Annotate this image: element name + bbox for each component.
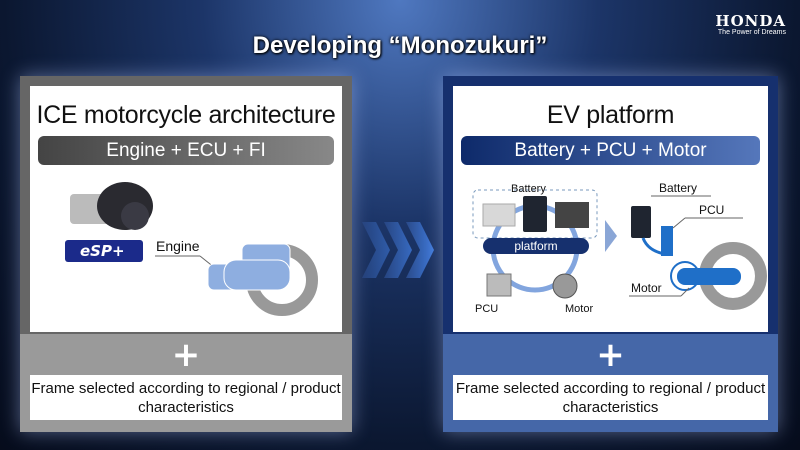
svg-text:eSP+: eSP+ — [80, 242, 125, 260]
motor-arm-icon — [677, 268, 741, 285]
esp-logo: eSP+ — [65, 240, 143, 262]
platform-badge — [483, 238, 589, 254]
ev-panel: EV platform Battery + PCU + Motor Batter… — [443, 76, 778, 432]
plus-sign: + — [171, 335, 201, 375]
honda-logo: HONDA The Power of Dreams — [715, 12, 786, 36]
platform-label: platform — [514, 239, 557, 253]
logo-brand: HONDA — [715, 12, 786, 30]
pcu-label-2: PCU — [699, 203, 724, 217]
chevron-arrows-icon — [362, 222, 434, 278]
motor-label: Motor — [565, 303, 593, 315]
slide-title: Developing “Monozukuri” — [252, 32, 548, 59]
plus-sign: + — [596, 335, 625, 375]
ice-frame-note: Frame selected according to regional / p… — [30, 375, 342, 420]
ice-panel: ICE motorcycle architecture Engine + ECU… — [20, 76, 352, 432]
engine-photo-icon — [70, 182, 153, 230]
battery-label: Battery — [511, 183, 546, 195]
battery-icon — [631, 206, 651, 238]
pcu-icon — [661, 226, 673, 256]
ice-content-box: ICE motorcycle architecture Engine + ECU… — [30, 86, 342, 332]
pcu-label: PCU — [475, 303, 498, 315]
pcu-unit-icon — [486, 273, 512, 297]
ice-formula-bar: Engine + ECU + FI — [38, 136, 334, 165]
engine-block-icon — [207, 243, 291, 291]
ev-frame-note: Frame selected according to regional / p… — [453, 375, 768, 420]
ev-content-box: EV platform Battery + PCU + Motor Batter… — [453, 86, 768, 332]
arrow-right-icon — [605, 220, 617, 252]
logo-tagline: The Power of Dreams — [717, 29, 786, 36]
battery-icon — [523, 196, 547, 232]
battery-pack-icon — [482, 203, 516, 227]
ev-formula-bar: Battery + PCU + Motor — [461, 136, 760, 165]
battery-label-2: Battery — [659, 181, 697, 195]
motor-label-2: Motor — [631, 281, 662, 295]
ev-title: EV platform — [546, 101, 675, 129]
ev-illustration: Battery platform PCU Motor Battery PCU M… — [472, 181, 767, 315]
battery-module-icon — [555, 202, 589, 228]
engine-label: Engine — [156, 238, 200, 254]
motor-unit-icon — [552, 273, 578, 299]
ice-illustration: eSP+ Engine — [65, 182, 318, 316]
ice-title: ICE motorcycle architecture — [36, 101, 336, 129]
